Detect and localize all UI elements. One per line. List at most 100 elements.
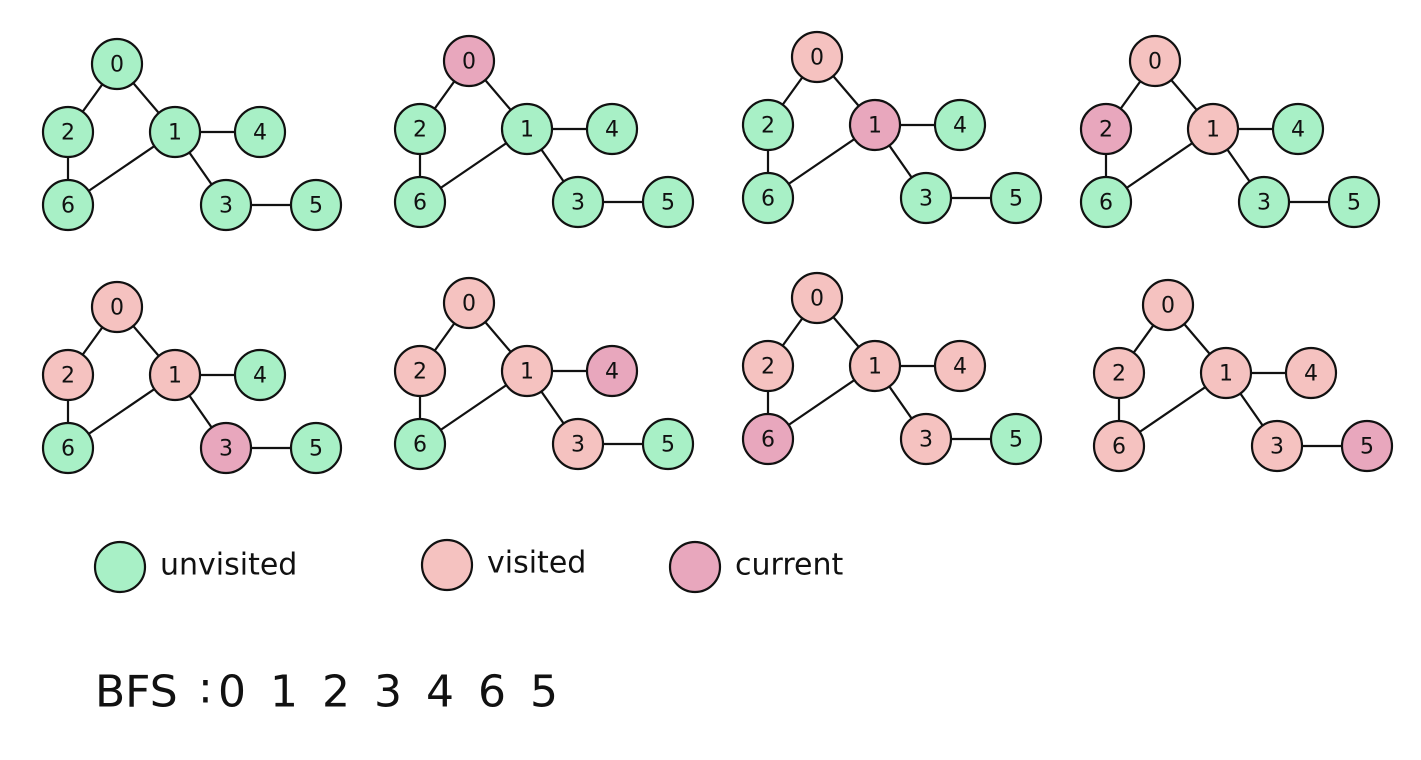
graph-node-label: 5 (1009, 187, 1023, 212)
graph-node-unvisited (233, 105, 287, 159)
graph-node-unvisited (1237, 175, 1291, 229)
graph-node-unvisited (933, 98, 987, 152)
graph-node-label: 2 (413, 360, 427, 385)
graph-node-unvisited (41, 421, 95, 475)
graph-node-label: 0 (1161, 294, 1175, 319)
graph-node-label: 4 (1291, 118, 1305, 143)
graph-node-current (1079, 102, 1133, 156)
graph-node-visited (848, 339, 902, 393)
graph-node-unvisited (741, 98, 795, 152)
graph-node-label: 4 (953, 355, 967, 380)
graph-node-label: 0 (810, 287, 824, 312)
graph-node-visited (1284, 346, 1338, 400)
graph-node-label: 6 (1099, 191, 1113, 216)
graph-node-label: 3 (219, 194, 233, 219)
graph-node-label: 5 (1347, 191, 1361, 216)
graph-node-unvisited (1079, 175, 1133, 229)
graph-node-label: 0 (810, 46, 824, 71)
graph-node-label: 1 (168, 121, 182, 146)
graph-node-visited (1092, 419, 1146, 473)
graph-node-label: 4 (605, 118, 619, 143)
graph-node-unvisited (41, 178, 95, 232)
graph-node-unvisited (90, 37, 144, 91)
graph-node-visited (1250, 419, 1304, 473)
graph-node-label: 3 (1257, 191, 1271, 216)
graph-node-label: 0 (462, 292, 476, 317)
graph-node-label: 3 (571, 191, 585, 216)
graph-node-unvisited (148, 105, 202, 159)
graph-node-current (442, 34, 496, 88)
graph-node-label: 3 (219, 437, 233, 462)
graph-node-label: 5 (1009, 428, 1023, 453)
graph-node-unvisited (289, 421, 343, 475)
graph-node-label: 2 (1099, 118, 1113, 143)
graph-node-visited (90, 280, 144, 334)
graph-node-unvisited (199, 178, 253, 232)
graph-node-label: 2 (761, 355, 775, 380)
bfs-order-value: 0 (218, 667, 246, 718)
bfs-label: BFS (95, 667, 178, 718)
graph-node-label: 3 (919, 428, 933, 453)
graph-node-visited (933, 339, 987, 393)
graph-node-visited (500, 344, 554, 398)
graph-node-visited (741, 339, 795, 393)
graph-node-label: 2 (61, 121, 75, 146)
graph-node-label: 5 (309, 194, 323, 219)
graph-node-visited (790, 30, 844, 84)
bfs-order-value: 2 (322, 667, 350, 718)
graph-node-unvisited (899, 171, 953, 225)
graph-node-label: 0 (110, 53, 124, 78)
graph-node-label: 3 (919, 187, 933, 212)
graph-node-unvisited (989, 171, 1043, 225)
graph-node-visited (148, 348, 202, 402)
graph-node-label: 1 (520, 118, 534, 143)
graph-node-visited (1186, 102, 1240, 156)
legend-swatch-visited (420, 538, 474, 592)
graph-node-label: 6 (1112, 435, 1126, 460)
graph-node-label: 4 (953, 114, 967, 139)
graph-node-label: 5 (1360, 435, 1374, 460)
bfs-order-value: 3 (374, 667, 402, 718)
graph-node-label: 3 (571, 433, 585, 458)
graph-node-visited (790, 271, 844, 325)
graph-node-current (1340, 419, 1394, 473)
graph-node-unvisited (393, 417, 447, 471)
graph-node-visited (41, 348, 95, 402)
graph-node-label: 0 (1148, 50, 1162, 75)
graph-node-unvisited (741, 171, 795, 225)
graph-node-label: 2 (413, 118, 427, 143)
graph-node-visited (1141, 278, 1195, 332)
graph-node-unvisited (500, 102, 554, 156)
graph-node-label: 6 (761, 428, 775, 453)
graph-node-label: 0 (462, 50, 476, 75)
graph-node-visited (1199, 346, 1253, 400)
graph-node-unvisited (1327, 175, 1381, 229)
graph-node-label: 6 (61, 437, 75, 462)
bfs-step-panel: 0 1 2 3 4 5 6 (1079, 34, 1381, 229)
bfs-separator: : (198, 663, 213, 714)
graph-node-label: 1 (1206, 118, 1220, 143)
bfs-step-panels: 0123456012345601234560123456012345601234… (41, 30, 1394, 475)
graph-node-visited (442, 276, 496, 330)
graph-node-label: 6 (761, 187, 775, 212)
graph-node-visited (1128, 34, 1182, 88)
graph-node-label: 4 (605, 360, 619, 385)
graph-node-label: 6 (413, 191, 427, 216)
graph-node-visited (899, 412, 953, 466)
graph-node-unvisited (1271, 102, 1325, 156)
graph-node-unvisited (233, 348, 287, 402)
graph-node-unvisited (289, 178, 343, 232)
legend-label-visited: visited (487, 546, 586, 581)
legend-swatch-current (668, 540, 722, 594)
graph-node-unvisited (641, 417, 695, 471)
graph-node-current (741, 412, 795, 466)
graph-node-label: 4 (1304, 362, 1318, 387)
graph-node-unvisited (585, 102, 639, 156)
graph-node-unvisited (641, 175, 695, 229)
graph-node-current (848, 98, 902, 152)
legend-swatch-unvisited (93, 540, 147, 594)
